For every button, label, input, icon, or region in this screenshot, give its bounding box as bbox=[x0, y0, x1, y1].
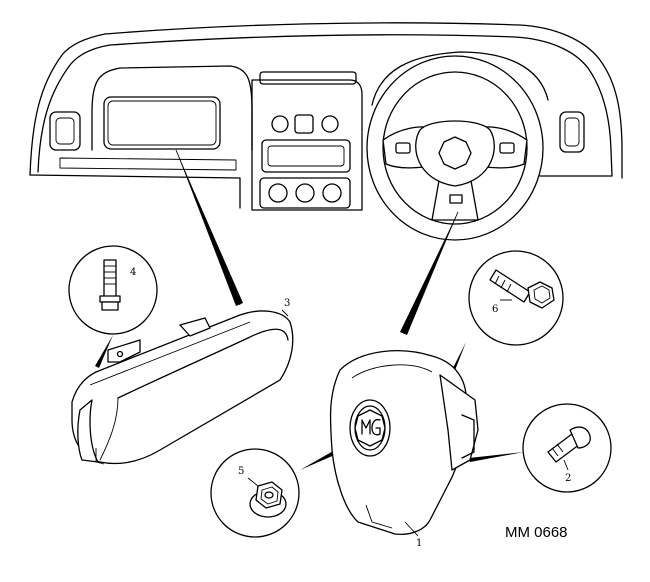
callout-4: 4 bbox=[130, 267, 136, 278]
bolt-icon bbox=[547, 426, 591, 463]
driver-airbag-module-icon bbox=[329, 350, 479, 536]
bolt-4-detail: 4 bbox=[68, 245, 158, 335]
mg-badge-icon bbox=[349, 399, 391, 457]
bolt-2-detail: 2 bbox=[522, 403, 612, 493]
dashboard-outline-icon bbox=[29, 22, 623, 211]
callout-1: 1 bbox=[416, 538, 422, 549]
bolt-6-detail: 6 bbox=[468, 250, 564, 346]
reference-code: MM 0668 bbox=[505, 524, 568, 541]
callout-2: 2 bbox=[565, 473, 571, 484]
bolt-icon bbox=[99, 259, 121, 311]
nut-5-detail: 5 bbox=[210, 448, 300, 538]
leader-lines bbox=[95, 149, 524, 470]
callout-3: 3 bbox=[284, 298, 290, 309]
bolt-icon bbox=[489, 269, 555, 309]
flange-nut-icon bbox=[249, 481, 287, 518]
passenger-airbag-module-icon bbox=[71, 310, 294, 465]
callout-6: 6 bbox=[492, 304, 498, 315]
steering-wheel-icon bbox=[366, 55, 544, 241]
callout-5: 5 bbox=[238, 466, 244, 477]
